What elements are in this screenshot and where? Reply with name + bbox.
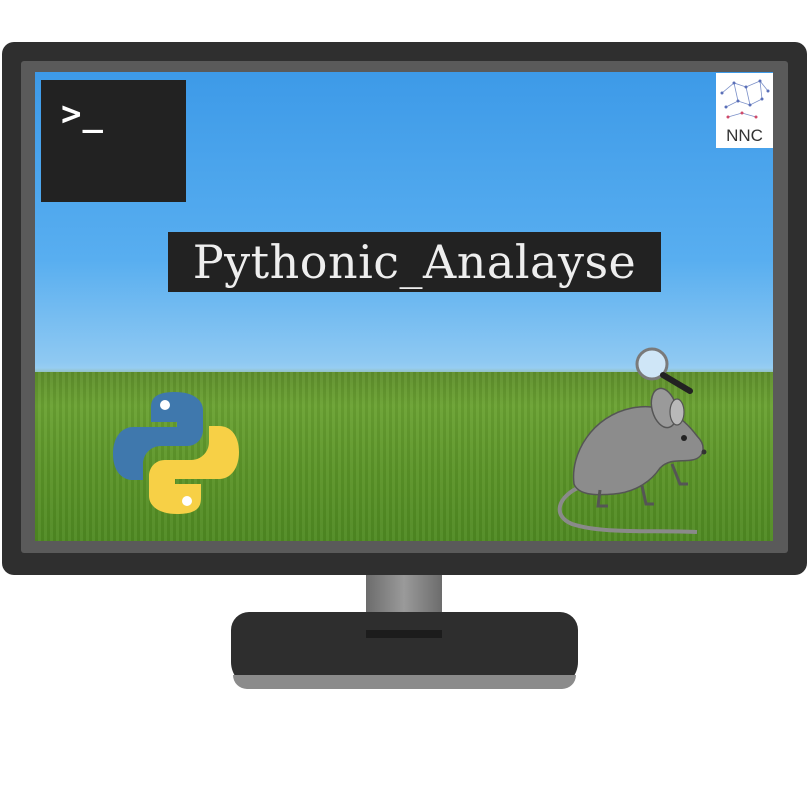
magnifying-glass-icon [635, 347, 693, 394]
monitor-stand-base-edge [233, 675, 576, 689]
monitor-stand-slot [366, 630, 442, 638]
nnc-logo-text: NNC [726, 126, 763, 145]
desktop-screen: >_ NNC Pythonic_Analayse [35, 72, 773, 541]
title-banner: Pythonic_Analayse [168, 232, 661, 292]
python-logo[interactable] [113, 390, 239, 516]
page-title: Pythonic_Analayse [192, 235, 637, 289]
terminal-icon[interactable]: >_ [41, 80, 186, 202]
rat-with-magnifying-glass-icon[interactable] [552, 346, 712, 536]
nnc-logo[interactable]: NNC [716, 73, 773, 148]
terminal-prompt: >_ [61, 94, 104, 134]
network-constellation-icon [720, 79, 770, 119]
